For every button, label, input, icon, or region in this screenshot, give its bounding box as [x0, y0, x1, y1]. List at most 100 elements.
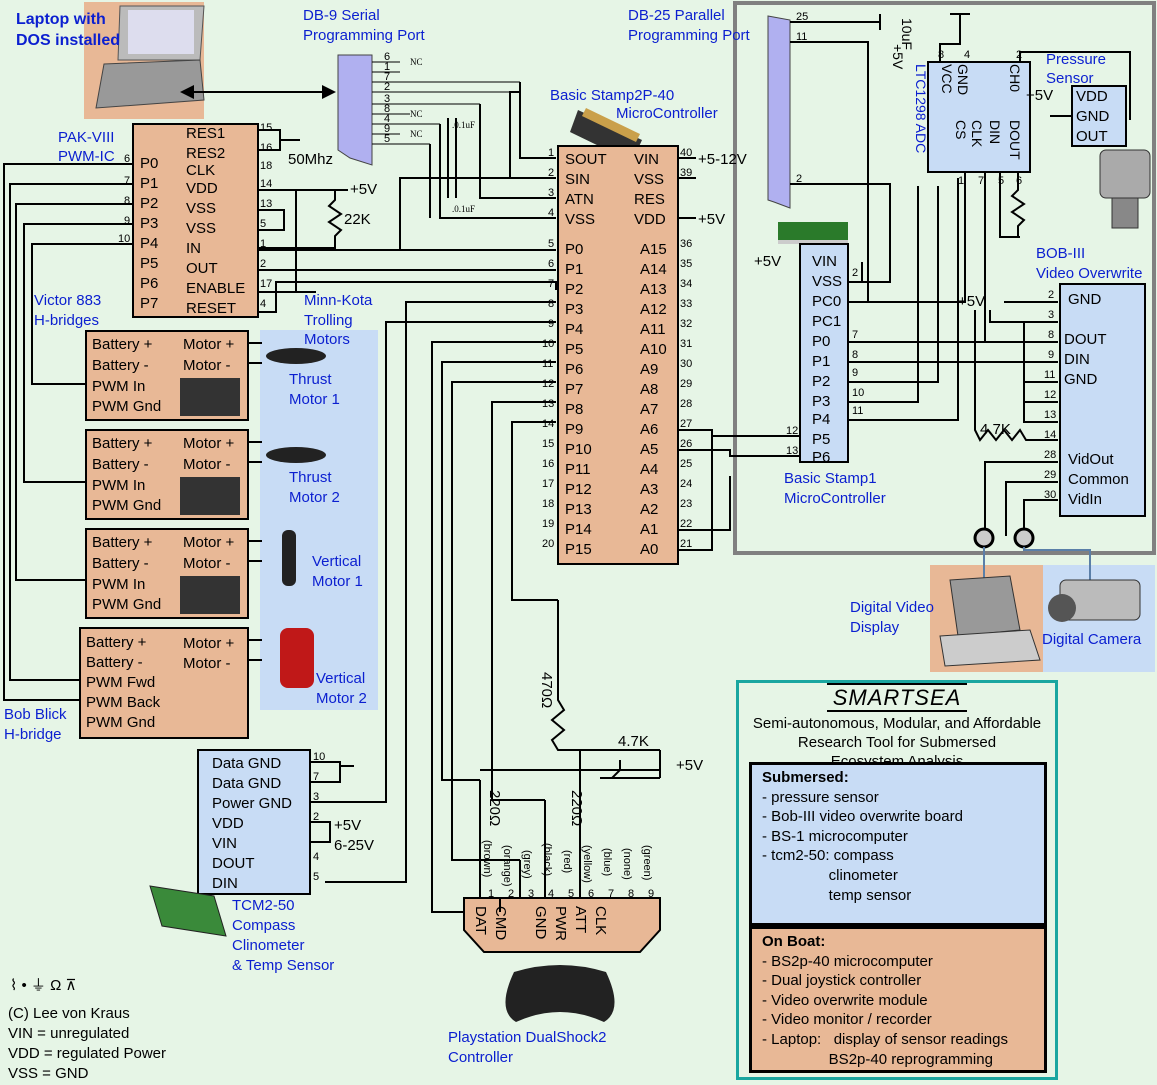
- svg-text:1: 1: [260, 238, 266, 250]
- pak-wires: [258, 129, 557, 313]
- svg-text:A6: A6: [640, 421, 658, 438]
- svg-text:NC: NC: [410, 109, 423, 119]
- bob-box: [1059, 283, 1146, 517]
- pak-res-label: 22K: [344, 211, 371, 228]
- svg-text:VSS: VSS: [186, 200, 216, 217]
- svg-text:P2: P2: [565, 281, 583, 298]
- db25-connector: [767, 15, 791, 209]
- svg-text:29: 29: [680, 378, 692, 390]
- svg-text:NC: NC: [410, 129, 423, 139]
- svg-text:2: 2: [260, 258, 266, 270]
- svg-text:GND: GND: [532, 906, 549, 940]
- svg-text:Motor -: Motor -: [183, 357, 231, 374]
- svg-text:PWM Gnd: PWM Gnd: [92, 497, 161, 514]
- svg-text:9: 9: [548, 318, 554, 330]
- svg-text:A7: A7: [640, 401, 658, 418]
- svg-text:P1: P1: [812, 353, 830, 370]
- svg-text:Battery +: Battery +: [92, 435, 153, 452]
- svg-text:SIN: SIN: [565, 171, 590, 188]
- bob-wires: [974, 301, 1058, 536]
- svg-text:32: 32: [680, 318, 692, 330]
- svg-text:2: 2: [384, 81, 390, 93]
- svg-text:5: 5: [548, 238, 554, 250]
- svg-text:7: 7: [608, 888, 614, 900]
- svg-text:P14: P14: [565, 521, 592, 538]
- bob-res-label: 4.7K: [980, 421, 1011, 438]
- svg-text:P4: P4: [565, 321, 583, 338]
- svg-text:17: 17: [542, 478, 554, 490]
- svg-text:OUT: OUT: [1076, 128, 1108, 145]
- svg-text:P7: P7: [140, 295, 158, 312]
- laptop-icon: [84, 2, 205, 119]
- svg-text:VSS = GND: VSS = GND: [8, 1065, 89, 1082]
- svg-text:Battery +: Battery +: [92, 336, 153, 353]
- svg-text:PC1: PC1: [812, 313, 841, 330]
- svg-text:11: 11: [1044, 369, 1055, 381]
- svg-text:(brown): (brown): [481, 840, 493, 877]
- r470-label: 470Ω: [538, 672, 555, 708]
- ltc-vplus: +5V: [890, 44, 906, 70]
- svg-text:A13: A13: [640, 281, 667, 298]
- smartsea-logo: SMARTSEA: [826, 683, 968, 712]
- svg-text:A11: A11: [640, 321, 666, 338]
- svg-text:P6: P6: [565, 361, 583, 378]
- svg-text:12: 12: [786, 425, 798, 437]
- svg-text:39: 39: [680, 167, 692, 179]
- svg-text:9: 9: [124, 215, 130, 227]
- svg-text:24: 24: [680, 478, 692, 490]
- controller-signals: DAT CMD GND PWR ATT CLK: [472, 906, 609, 941]
- bs2-left-labels: SOUTSINATNVSSP0P1P2P3P4P5P6P7P8P9P10P11P…: [565, 151, 607, 558]
- svg-text:P10: P10: [565, 441, 592, 458]
- svg-text:5: 5: [384, 133, 390, 145]
- svg-text:4: 4: [260, 298, 266, 310]
- svg-text:Motor -: Motor -: [183, 655, 231, 672]
- svg-text:16: 16: [260, 142, 272, 154]
- svg-text:VCC: VCC: [939, 64, 955, 94]
- svg-text:DOUT: DOUT: [1007, 120, 1023, 160]
- svg-text:2: 2: [313, 811, 319, 823]
- svg-text:11: 11: [852, 405, 863, 417]
- svg-text:Motor +: Motor +: [183, 435, 235, 452]
- svg-text:VIN: VIN: [212, 835, 237, 852]
- svg-text:A12: A12: [640, 301, 667, 318]
- bob-vplus: +5V: [958, 293, 985, 310]
- db9-cap1-label: .0.1uF: [452, 120, 475, 130]
- svg-text:2: 2: [1016, 49, 1022, 61]
- svg-text:3: 3: [548, 187, 554, 199]
- r220b-label: 220Ω: [568, 790, 585, 826]
- svg-text:SOUT: SOUT: [565, 151, 607, 168]
- svg-text:ENABLE: ENABLE: [186, 280, 245, 297]
- svg-text:(grey): (grey): [521, 850, 533, 879]
- svg-text:7: 7: [548, 278, 554, 290]
- svg-text:CLK: CLK: [592, 906, 609, 935]
- svg-text:6: 6: [124, 153, 130, 165]
- svg-text:8: 8: [938, 49, 944, 61]
- svg-text:23: 23: [680, 498, 692, 510]
- svg-text:5: 5: [260, 218, 266, 230]
- svg-text:(C) Lee von Kraus: (C) Lee von Kraus: [8, 1005, 130, 1022]
- onboat-list: - BS2p-40 microcomputer- Dual joystick c…: [762, 952, 1034, 1070]
- svg-text:18: 18: [260, 160, 272, 172]
- svg-text:Motor +: Motor +: [183, 336, 235, 353]
- controller-wire-colors: (brown) (orange) (grey) (black) (red) (y…: [481, 840, 653, 887]
- svg-text:P4: P4: [140, 235, 158, 252]
- controller-vplus: +5V: [676, 757, 703, 774]
- svg-text:17: 17: [260, 278, 272, 290]
- svg-text:VDD: VDD: [1076, 88, 1108, 105]
- submersed-item: clinometer: [762, 866, 898, 884]
- svg-text:P1: P1: [140, 175, 158, 192]
- svg-text:2: 2: [548, 167, 554, 179]
- svg-text:Power GND: Power GND: [212, 795, 292, 812]
- svg-text:(red): (red): [561, 850, 573, 873]
- svg-text:GND: GND: [1076, 108, 1110, 125]
- svg-text:PWM Back: PWM Back: [86, 694, 161, 711]
- svg-text:Motor +: Motor +: [183, 534, 235, 551]
- svg-text:9: 9: [1048, 349, 1054, 361]
- svg-text:P2: P2: [140, 195, 158, 212]
- submersed-item: - tcm2-50: compass: [762, 847, 894, 865]
- onboat-item: - Laptop: display of sensor readings: [762, 1030, 1008, 1048]
